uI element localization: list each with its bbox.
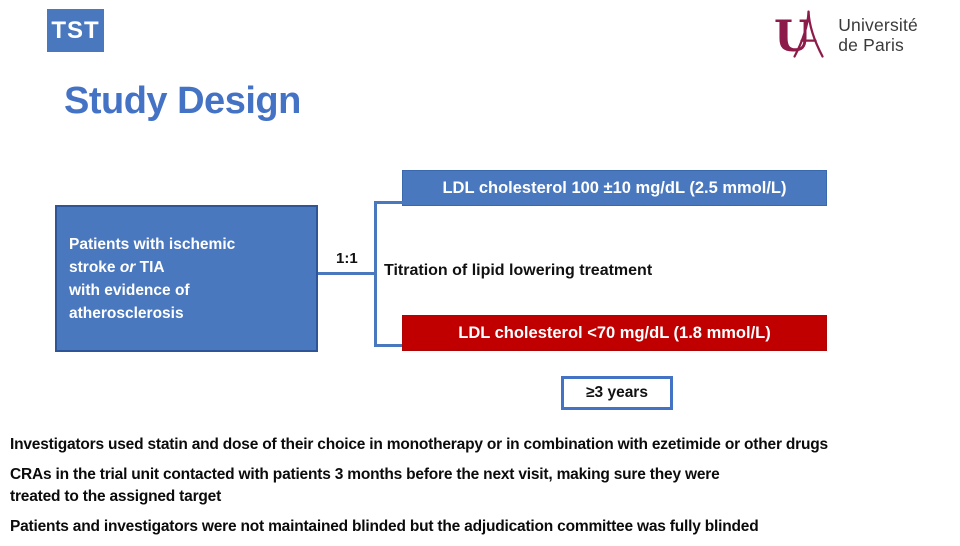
connector-vertical-bracket bbox=[374, 201, 377, 347]
svg-text:U: U bbox=[774, 12, 811, 62]
population-line2: stroke or TIA bbox=[69, 258, 165, 276]
arm-ldl-100-box: LDL cholesterol 100 ±10 mg/dL (2.5 mmol/… bbox=[402, 170, 827, 206]
population-line1: Patients with ischemic bbox=[69, 235, 236, 253]
logo-text-line1: Université bbox=[838, 15, 918, 35]
population-box: Patients with ischemic stroke or TIA wit… bbox=[55, 205, 318, 352]
page-title: Study Design bbox=[64, 80, 301, 122]
population-line3: with evidence of atherosclerosis bbox=[69, 281, 194, 322]
logo-text-line2: de Paris bbox=[838, 35, 904, 55]
universite-de-paris-logo-icon: U bbox=[774, 8, 830, 62]
note-blinding: Patients and investigators were not main… bbox=[10, 518, 759, 535]
titration-label: Titration of lipid lowering treatment bbox=[384, 262, 653, 279]
duration-box: ≥3 years bbox=[561, 376, 673, 410]
universite-de-paris-logo: U Université de Paris bbox=[774, 8, 918, 62]
connector-arm-bottom bbox=[374, 344, 404, 347]
arm-ldl-70-box: LDL cholesterol <70 mg/dL (1.8 mmol/L) bbox=[402, 315, 827, 351]
population-or-italic: or bbox=[119, 258, 136, 276]
note-statin-choice: Investigators used statin and dose of th… bbox=[10, 436, 828, 453]
tst-trial-badge: TST bbox=[47, 9, 104, 52]
universite-de-paris-logo-text: Université de Paris bbox=[838, 15, 918, 55]
connector-arm-top bbox=[374, 201, 404, 204]
connector-horizontal bbox=[318, 272, 376, 275]
randomization-ratio-label: 1:1 bbox=[336, 250, 358, 267]
study-notes: Investigators used statin and dose of th… bbox=[10, 434, 955, 546]
note-cra-contact: CRAs in the trial unit contacted with pa… bbox=[10, 466, 720, 505]
